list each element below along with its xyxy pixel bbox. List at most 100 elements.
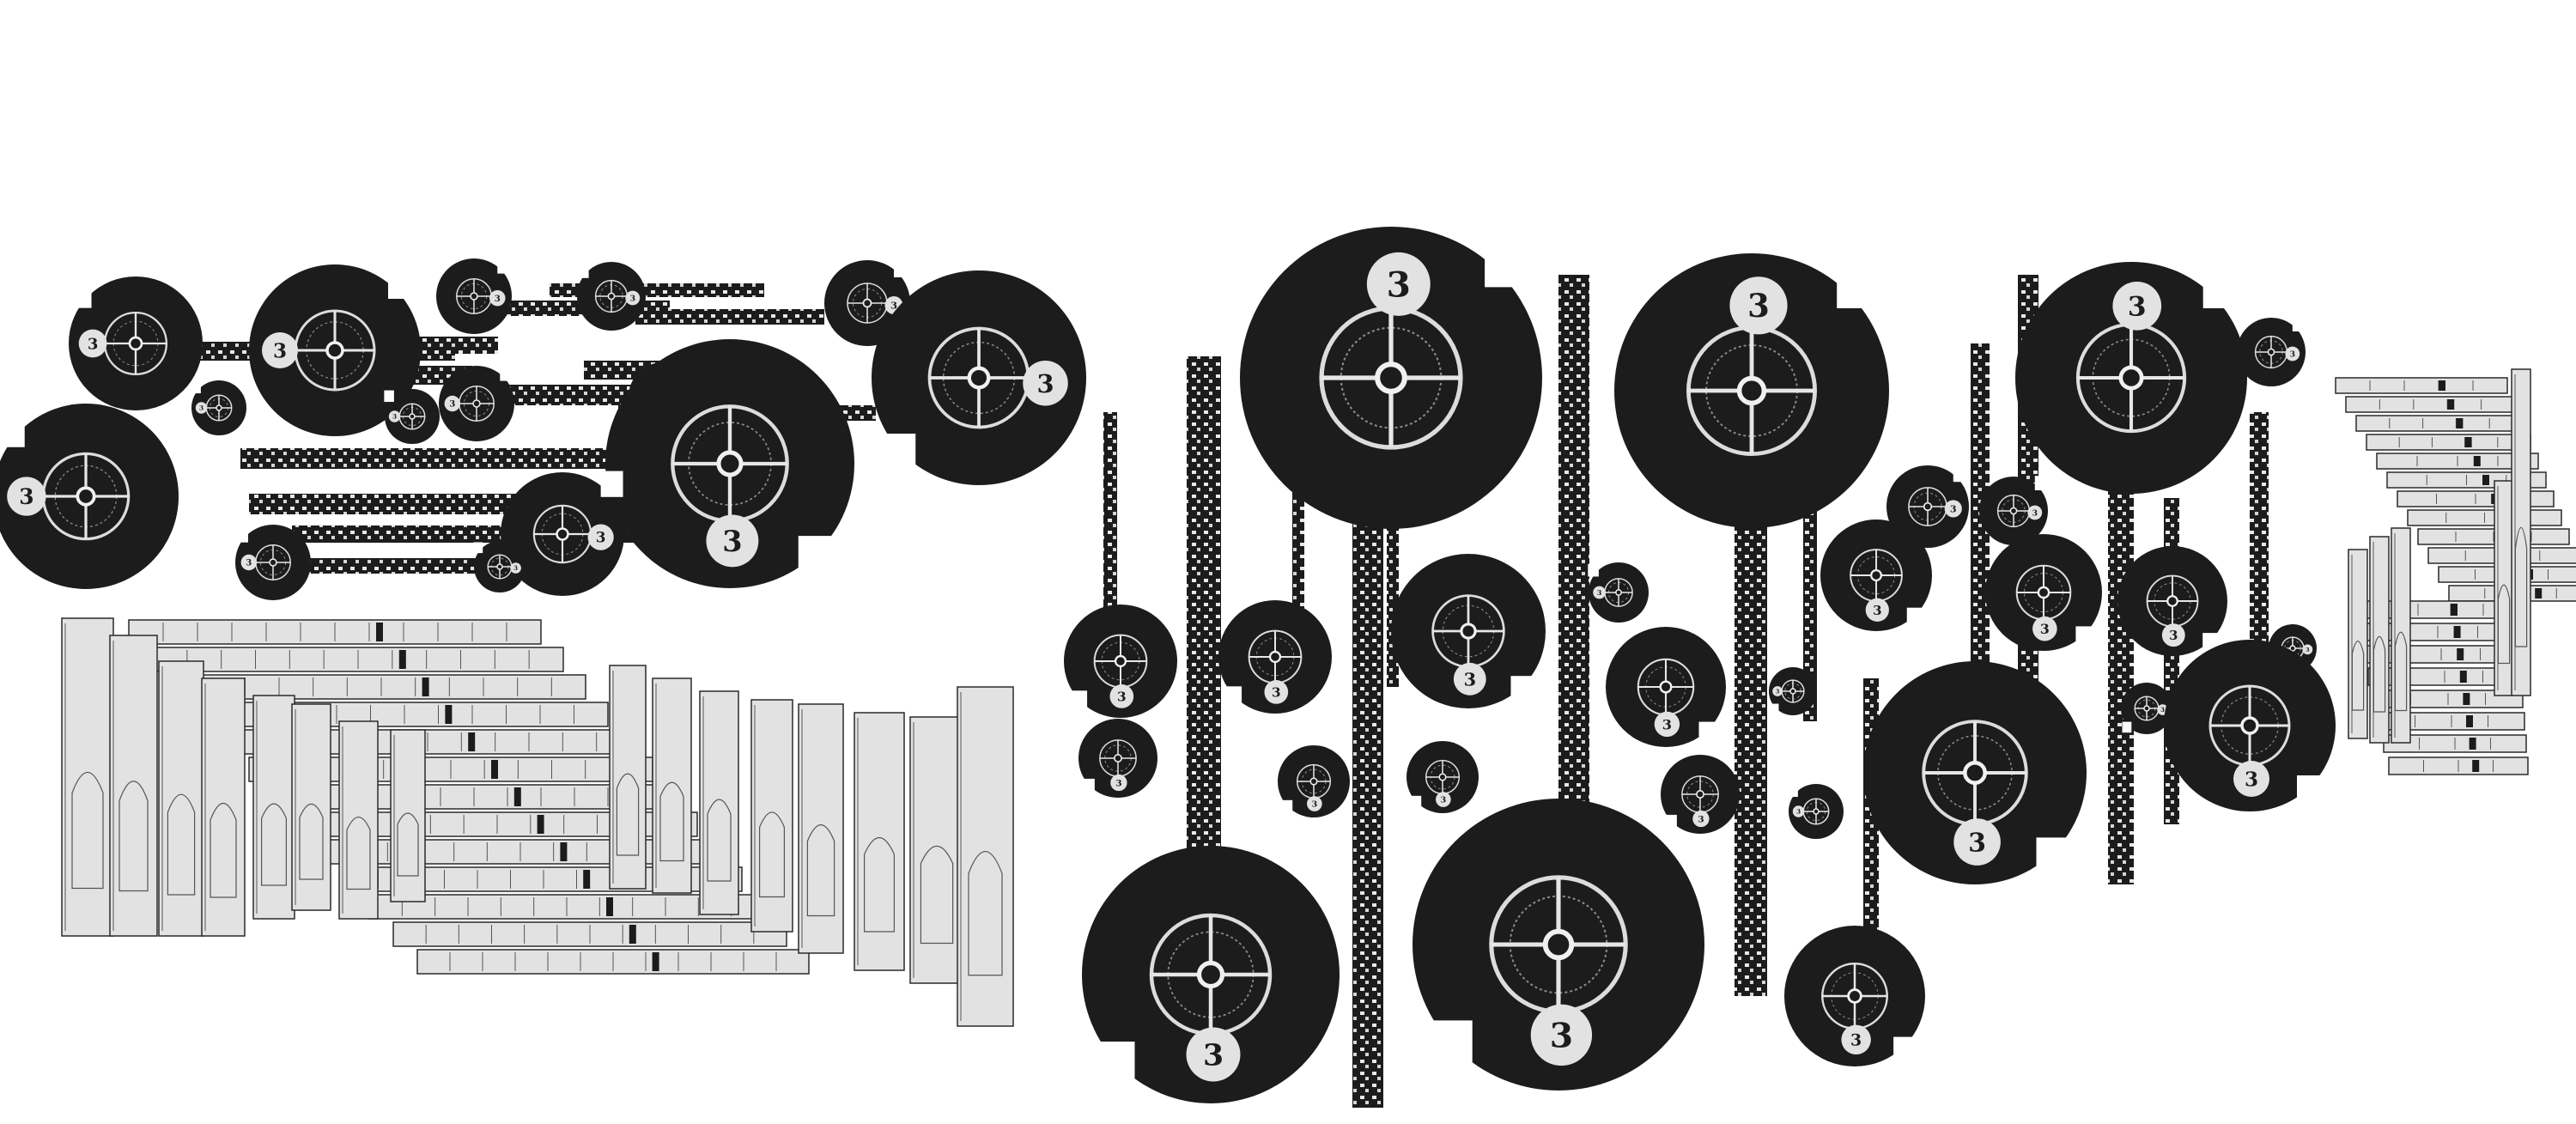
stepped-block bbox=[201, 677, 246, 937]
disc-notch bbox=[1588, 563, 1599, 577]
disc-notch bbox=[1419, 1020, 1473, 1082]
disc-notch bbox=[1408, 795, 1422, 811]
glyph-circle bbox=[444, 395, 461, 412]
disc-glyph: 3 bbox=[1440, 796, 1446, 805]
crosshair-target bbox=[1431, 594, 1505, 668]
disc-notch bbox=[1066, 690, 1088, 715]
glyph-circle bbox=[7, 477, 46, 516]
crosshair-target bbox=[2134, 696, 2160, 721]
disc-glyph: 3 bbox=[88, 336, 99, 354]
pendant-bar bbox=[1352, 507, 1383, 1108]
disc-glyph: 3 bbox=[449, 399, 455, 410]
stepped-block bbox=[2348, 549, 2368, 739]
disc-notch bbox=[798, 536, 843, 588]
crosshair-target bbox=[1637, 658, 1695, 716]
stepped-block bbox=[2383, 734, 2527, 753]
stepped-block bbox=[2369, 536, 2390, 744]
glyph-circle bbox=[1692, 810, 1710, 828]
crosshair-target bbox=[1802, 798, 1830, 825]
stepped-block bbox=[750, 699, 793, 933]
disc: 3 bbox=[1240, 223, 1542, 529]
disc-notch bbox=[384, 390, 394, 403]
glyph-circle bbox=[2285, 346, 2300, 362]
disc-notch bbox=[191, 381, 201, 394]
crosshair-target bbox=[487, 554, 513, 580]
disc-notch bbox=[0, 408, 25, 447]
disc: 3 bbox=[1784, 926, 1925, 1066]
disc-glyph: 3 bbox=[2128, 292, 2147, 323]
bars-layer bbox=[129, 275, 2269, 1108]
crosshair-target bbox=[2208, 684, 2291, 767]
crosshair-target bbox=[594, 279, 629, 313]
disc-glyph: 3 bbox=[1873, 603, 1881, 618]
stepped-block bbox=[854, 712, 905, 971]
glyph-circle bbox=[195, 402, 208, 414]
stepped-block bbox=[128, 619, 542, 645]
disc-glyph: 3 bbox=[1597, 588, 1602, 597]
disc-glyph: 3 bbox=[246, 558, 252, 568]
pendant-bar bbox=[1387, 515, 1399, 687]
disc-notch bbox=[894, 259, 909, 277]
glyph-circle bbox=[2112, 281, 2162, 331]
glyph-circle bbox=[587, 524, 614, 550]
disc: 3 bbox=[2117, 546, 2227, 656]
disc-glyph: 3 bbox=[513, 564, 518, 572]
disc-glyph: 3 bbox=[1662, 716, 1672, 732]
glyph-circle bbox=[262, 332, 298, 368]
crosshair-target bbox=[927, 326, 1030, 429]
disc-notch bbox=[2202, 259, 2245, 308]
patterned-bar bbox=[240, 448, 670, 469]
glyph-circle bbox=[78, 329, 107, 358]
disc-glyph: 3 bbox=[273, 339, 287, 362]
disc: 3 bbox=[1788, 784, 1844, 839]
stepped-block bbox=[2391, 527, 2411, 744]
disc: 3 bbox=[2121, 683, 2172, 734]
glyph-circle bbox=[1654, 711, 1680, 738]
disc: 3 bbox=[436, 258, 512, 334]
stepped-block bbox=[2511, 368, 2531, 696]
crosshair-target bbox=[1681, 775, 1719, 813]
stepped-block bbox=[252, 695, 295, 920]
disc-notch bbox=[2292, 317, 2306, 331]
glyph-circle bbox=[1366, 252, 1431, 316]
disc-glyph: 3 bbox=[1747, 287, 1770, 325]
stepped-block bbox=[652, 677, 692, 894]
disc-glyph: 3 bbox=[1311, 800, 1317, 810]
disc-notch bbox=[500, 365, 514, 381]
disc-notch bbox=[2075, 626, 2097, 651]
crosshair-target bbox=[1093, 634, 1148, 689]
glyph-circle bbox=[2302, 644, 2313, 655]
glyph-circle bbox=[706, 514, 759, 568]
stepped-block bbox=[2335, 377, 2508, 394]
disc-notch bbox=[1788, 785, 1798, 798]
disc-glyph: 3 bbox=[1550, 1017, 1573, 1056]
disc-glyph: 3 bbox=[2040, 621, 2050, 637]
disc: 3 bbox=[2164, 640, 2336, 811]
disc: 3 bbox=[384, 389, 440, 444]
disc: 3 bbox=[0, 404, 179, 589]
disc: 3 bbox=[1064, 605, 1177, 718]
stepped-block bbox=[392, 921, 787, 947]
stepped-block bbox=[158, 660, 204, 937]
stepped-block bbox=[2376, 453, 2539, 470]
glyph-circle bbox=[625, 290, 641, 306]
disc-notch bbox=[576, 264, 589, 278]
crosshair-target bbox=[1850, 549, 1903, 602]
crosshair-target bbox=[456, 278, 492, 314]
crosshair-target bbox=[1489, 875, 1628, 1014]
crosshair-target bbox=[1922, 720, 2028, 826]
disc: 3 bbox=[1588, 562, 1649, 623]
pendant-bar bbox=[1103, 412, 1117, 653]
crosshair-target bbox=[2146, 574, 2199, 628]
glyph-circle bbox=[2233, 761, 2269, 797]
stepped-block bbox=[2355, 415, 2524, 432]
stepped-block bbox=[390, 729, 426, 902]
disc-glyph: 3 bbox=[199, 404, 204, 412]
stepped-block bbox=[61, 617, 114, 937]
pendant-bar bbox=[1971, 343, 1990, 704]
crosshair-target bbox=[2015, 564, 2072, 621]
disc-notch bbox=[67, 279, 92, 308]
disc: 3 bbox=[1078, 719, 1157, 798]
glyph-circle bbox=[1953, 818, 2001, 866]
glyph-circle bbox=[1186, 1027, 1241, 1082]
